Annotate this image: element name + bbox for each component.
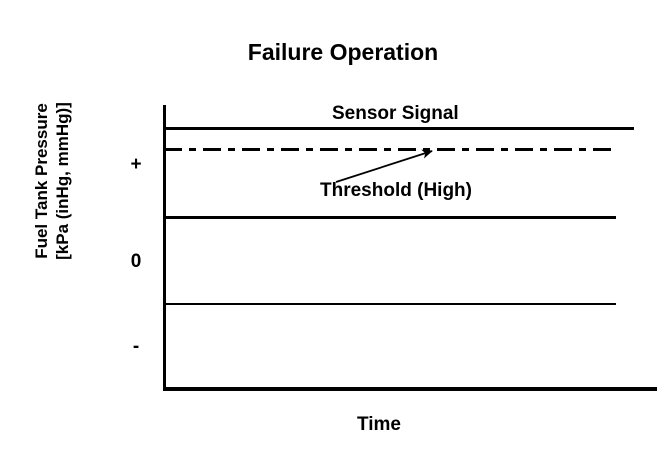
threshold-high-line bbox=[164, 148, 616, 151]
page-title: Failure Operation bbox=[247, 39, 439, 65]
x-axis-label: Time bbox=[356, 414, 401, 435]
sensor-signal-label: Sensor Signal bbox=[332, 103, 459, 124]
y-axis-label-line2: [kPa (inHg, mmHg)] bbox=[53, 102, 72, 260]
y-axis-label-line1: Fuel Tank Pressure bbox=[32, 103, 51, 259]
y-axis-line bbox=[163, 105, 166, 391]
y-tick-negative: - bbox=[132, 336, 140, 357]
y-axis-label: Fuel Tank Pressure [kPa (inHg, mmHg)] bbox=[31, 61, 73, 301]
threshold-high-label: Threshold (High) bbox=[320, 180, 472, 201]
y-tick-positive: + bbox=[130, 154, 142, 175]
x-axis-line bbox=[163, 387, 657, 391]
upper-band-line bbox=[164, 216, 616, 219]
y-tick-zero: 0 bbox=[130, 251, 142, 272]
lower-band-line bbox=[164, 303, 616, 305]
sensor-signal-line bbox=[164, 127, 634, 130]
